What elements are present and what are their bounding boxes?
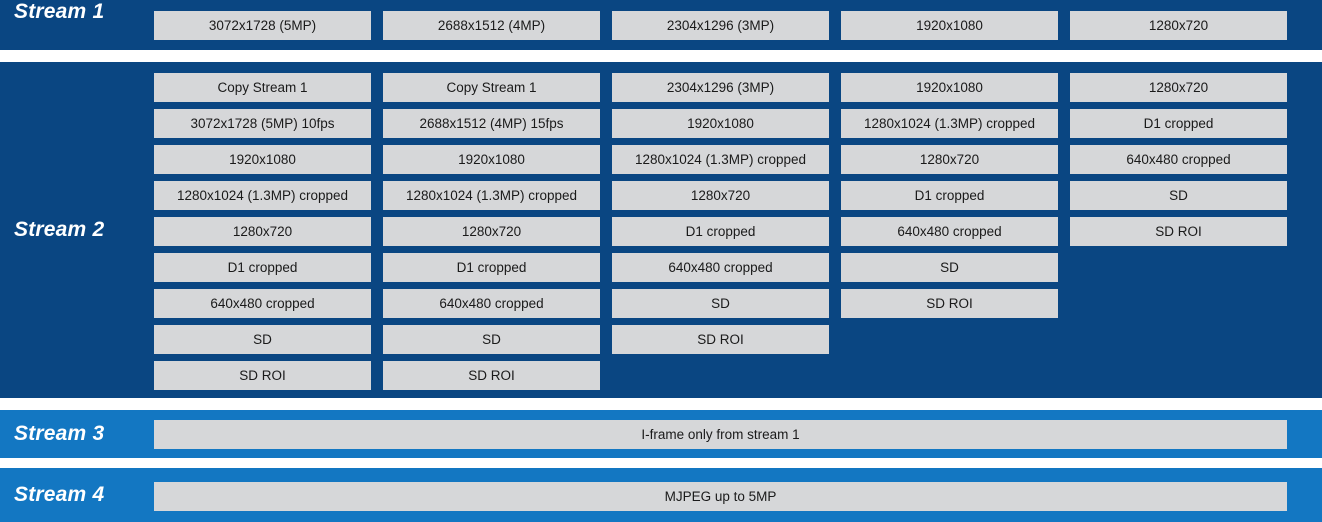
- stream-1-option[interactable]: 1280x720: [1070, 11, 1287, 40]
- stream-2-option[interactable]: 1280x720: [1070, 73, 1287, 102]
- stream-1-option[interactable]: 2688x1512 (4MP): [383, 11, 600, 40]
- stream-2-option[interactable]: 1280x1024 (1.3MP) cropped: [841, 109, 1058, 138]
- stream-2-option[interactable]: 640x480 cropped: [154, 289, 371, 318]
- stream-4-content: MJPEG up to 5MP: [154, 468, 1322, 511]
- stream-3-label: Stream 3: [14, 422, 105, 445]
- stream-2-option[interactable]: 1280x720: [154, 217, 371, 246]
- stream-3-content: I-frame only from stream 1: [154, 410, 1322, 449]
- stream-2-option[interactable]: 640x480 cropped: [841, 217, 1058, 246]
- stream-2-option[interactable]: 640x480 cropped: [383, 289, 600, 318]
- stream-2-option[interactable]: 1920x1080: [841, 73, 1058, 102]
- stream-1-content: 3072x1728 (5MP) 2688x1512 (4MP) 2304x129…: [154, 0, 1322, 40]
- stream-1-option[interactable]: 3072x1728 (5MP): [154, 11, 371, 40]
- stream-2-option[interactable]: 1280x1024 (1.3MP) cropped: [612, 145, 829, 174]
- stream-2-option[interactable]: SD: [612, 289, 829, 318]
- stream-2-option[interactable]: D1 cropped: [154, 253, 371, 282]
- stream-2-option[interactable]: D1 cropped: [612, 217, 829, 246]
- stream-4-option-row: MJPEG up to 5MP: [154, 482, 1287, 511]
- stream-2-option[interactable]: 2304x1296 (3MP): [612, 73, 829, 102]
- stream-2-option[interactable]: SD ROI: [383, 361, 600, 390]
- stream-1-option[interactable]: 1920x1080: [841, 11, 1058, 40]
- stream-2-column-4: 1920x1080 1280x1024 (1.3MP) cropped 1280…: [841, 73, 1058, 318]
- stream-2-content: Copy Stream 1 3072x1728 (5MP) 10fps 1920…: [154, 62, 1322, 390]
- band-separator: [0, 458, 1322, 468]
- stream-4-band: Stream 4 MJPEG up to 5MP: [0, 468, 1322, 522]
- stream-2-option[interactable]: 1920x1080: [612, 109, 829, 138]
- stream-2-option[interactable]: 1280x1024 (1.3MP) cropped: [154, 181, 371, 210]
- stream-2-option[interactable]: 1920x1080: [383, 145, 600, 174]
- stream-2-option[interactable]: 1280x720: [612, 181, 829, 210]
- stream-2-option[interactable]: SD: [841, 253, 1058, 282]
- stream-2-option[interactable]: SD: [383, 325, 600, 354]
- stream-2-option[interactable]: SD: [154, 325, 371, 354]
- band-separator: [0, 50, 1322, 62]
- stream-2-option[interactable]: D1 cropped: [1070, 109, 1287, 138]
- stream-2-option[interactable]: D1 cropped: [841, 181, 1058, 210]
- stream-2-option[interactable]: SD ROI: [1070, 217, 1287, 246]
- stream-2-column-5: 1280x720 D1 cropped 640x480 cropped SD S…: [1070, 73, 1287, 246]
- stream-2-column-2: Copy Stream 1 2688x1512 (4MP) 15fps 1920…: [383, 73, 600, 390]
- stream-1-band: Stream 1 3072x1728 (5MP) 2688x1512 (4MP)…: [0, 0, 1322, 50]
- stream-1-label: Stream 1: [14, 0, 105, 23]
- stream-4-option[interactable]: MJPEG up to 5MP: [154, 482, 1287, 511]
- band-separator: [0, 398, 1322, 410]
- stream-2-option[interactable]: 640x480 cropped: [1070, 145, 1287, 174]
- stream-2-band: Stream 2 Copy Stream 1 3072x1728 (5MP) 1…: [0, 62, 1322, 398]
- stream-2-option[interactable]: SD: [1070, 181, 1287, 210]
- stream-2-option[interactable]: 1280x720: [383, 217, 600, 246]
- stream-2-column-3: 2304x1296 (3MP) 1920x1080 1280x1024 (1.3…: [612, 73, 829, 354]
- stream-2-option[interactable]: SD ROI: [612, 325, 829, 354]
- stream-3-option-row: I-frame only from stream 1: [154, 420, 1287, 449]
- stream-2-option[interactable]: 1280x1024 (1.3MP) cropped: [383, 181, 600, 210]
- stream-3-option[interactable]: I-frame only from stream 1: [154, 420, 1287, 449]
- stream-1-option[interactable]: 2304x1296 (3MP): [612, 11, 829, 40]
- stream-2-option-grid: Copy Stream 1 3072x1728 (5MP) 10fps 1920…: [154, 73, 1287, 390]
- stream-1-resolution-row: 3072x1728 (5MP) 2688x1512 (4MP) 2304x129…: [154, 11, 1287, 40]
- stream-2-option[interactable]: SD ROI: [841, 289, 1058, 318]
- stream-2-option[interactable]: Copy Stream 1: [154, 73, 371, 102]
- stream-2-option[interactable]: 640x480 cropped: [612, 253, 829, 282]
- stream-2-option[interactable]: 1280x720: [841, 145, 1058, 174]
- stream-3-band: Stream 3 I-frame only from stream 1: [0, 410, 1322, 458]
- stream-4-label: Stream 4: [14, 483, 105, 506]
- stream-2-option[interactable]: 1920x1080: [154, 145, 371, 174]
- stream-2-option[interactable]: 3072x1728 (5MP) 10fps: [154, 109, 371, 138]
- stream-2-option[interactable]: SD ROI: [154, 361, 371, 390]
- stream-2-option[interactable]: D1 cropped: [383, 253, 600, 282]
- stream-2-option[interactable]: Copy Stream 1: [383, 73, 600, 102]
- stream-2-column-1: Copy Stream 1 3072x1728 (5MP) 10fps 1920…: [154, 73, 371, 390]
- stream-2-label: Stream 2: [14, 218, 105, 241]
- stream-2-option[interactable]: 2688x1512 (4MP) 15fps: [383, 109, 600, 138]
